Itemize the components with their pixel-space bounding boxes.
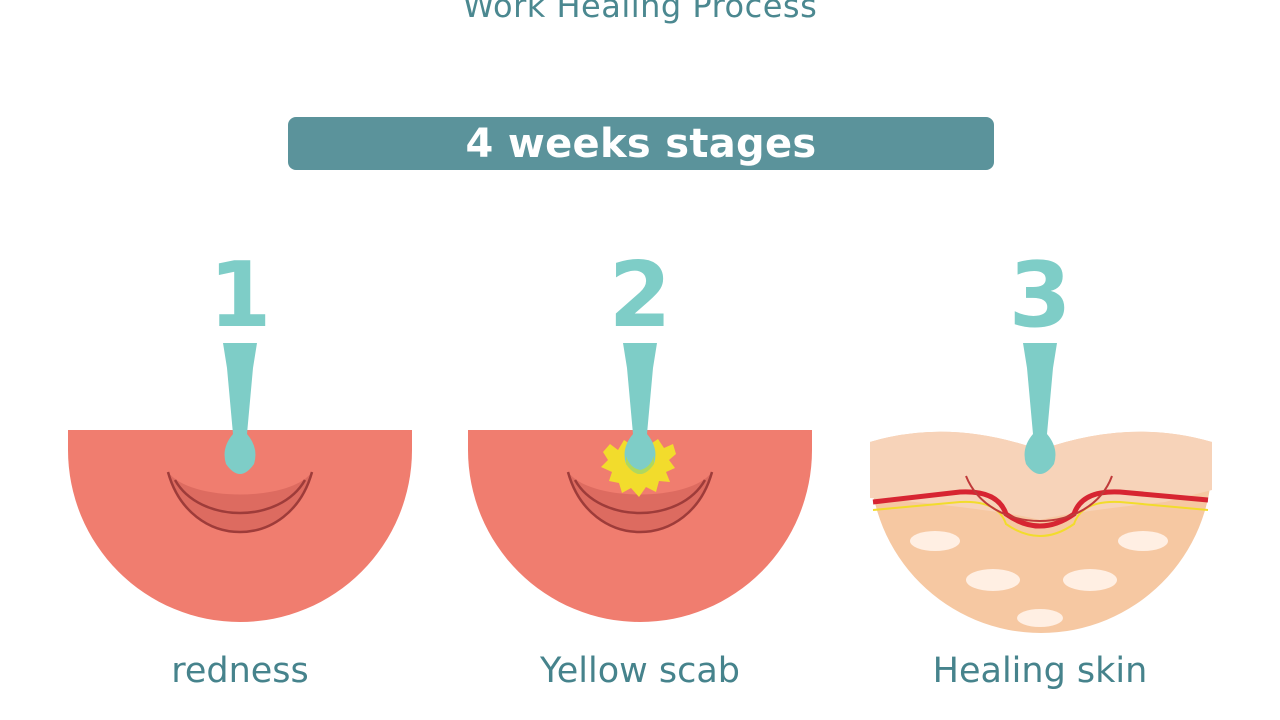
fat-cell [966,569,1020,591]
banner-text: 4 weeks stages [465,120,817,167]
wound-edge-inner [173,479,307,515]
stage-number-3: 3 [1008,243,1072,348]
fat-cell [1063,569,1117,591]
scab-overlap [626,456,654,474]
redness-skin-illustration [68,343,412,622]
stage-1: 1 redness [40,0,440,720]
stage-3: 3 Healing skin [840,0,1240,720]
pointer-stem [223,343,257,474]
pointer-stem [623,343,657,474]
wound-edge [965,475,1113,522]
wound-edge-outer [566,471,714,534]
stage-label-3: Healing skin [932,651,1148,691]
wound-edge-outer [166,471,314,534]
stages-banner: 4 weeks stages [288,117,994,170]
fat-cell [1017,609,1063,627]
stage-number-2: 2 [608,243,672,348]
upper-skin-layer [870,431,1212,520]
stage-label-2: Yellow scab [539,651,741,691]
pointer-stem [1023,343,1057,474]
wound-shadow [168,472,312,532]
fat-cell [910,531,960,551]
wound-shadow [568,472,712,532]
red-line [872,489,1209,529]
healing-skin-illustration [870,343,1212,633]
fat-cell [1118,531,1168,551]
wound-edge-inner [573,479,707,515]
stage-number-1: 1 [208,243,272,348]
stage-2: 2 Yellow scab [440,0,840,720]
page-title: Work Healing Process [462,0,818,25]
stage-label-1: redness [171,651,309,691]
yellow-scab-illustration [468,343,812,622]
